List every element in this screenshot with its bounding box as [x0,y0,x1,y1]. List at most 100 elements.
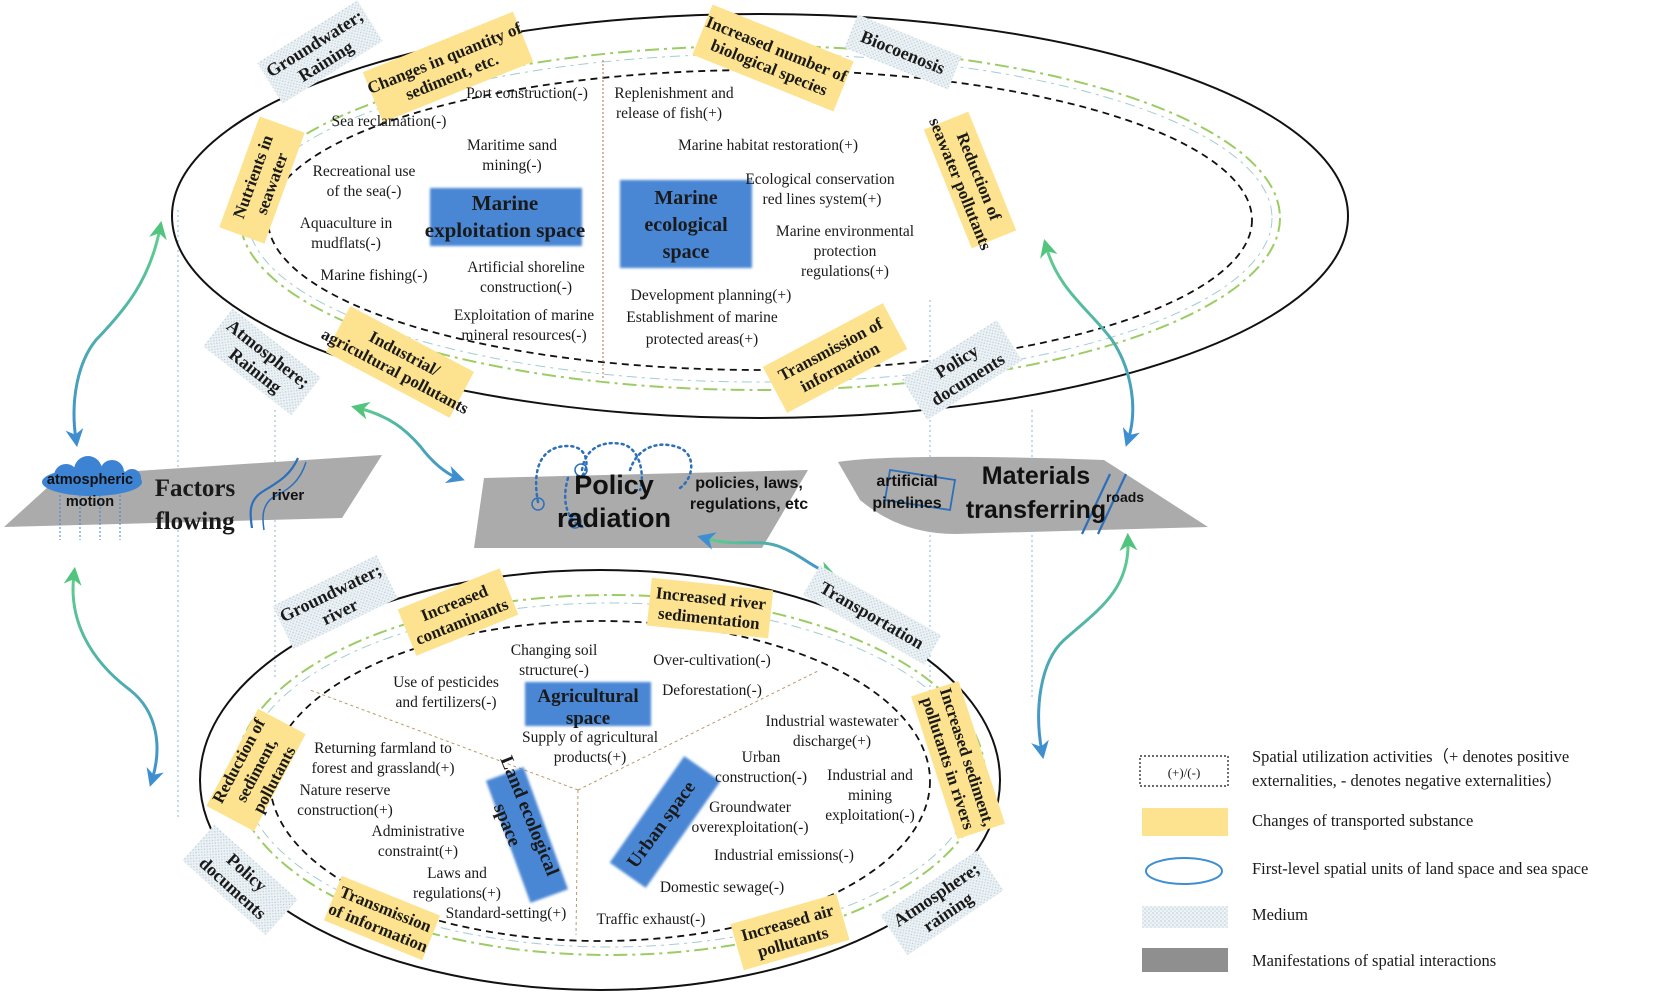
land-ecological-activity-line: Laws and [427,865,487,882]
policy-radiation-labels-line: policies, laws, [695,475,803,492]
sea-ecological-activity-line: Marine habitat restoration(+) [678,137,858,154]
sea-substance-0-bg [362,11,534,123]
sea-ecological-activity-line: regulations(+) [801,263,889,280]
land-ecological-activity-line: construction(+) [297,802,393,819]
agricultural-activity: Deforestation(-) [662,682,762,699]
urban-activity-line: discharge(+) [793,733,871,750]
land-ecological-activity-line: Administrative [372,823,465,840]
materials-transferring-title-2: transferring [966,496,1106,524]
agricultural-activity-line: Over-cultivation(-) [653,652,771,669]
land-ecological-activity: Laws and [427,865,487,882]
road-icon [1081,473,1127,535]
land-substance-2: Increased sediment,pollutants in rivers [911,680,1005,840]
sea-exploitation-activity-line: Maritime sand [467,137,557,154]
sea-medium-3: Atmosphere;Raining [203,308,321,416]
urban-activity-line: Industrial emissions(-) [714,847,854,864]
river-label: river [272,487,305,504]
sea-ecological-activity: Ecological conservation [745,171,895,188]
sea-exploitation-activity-line: mineral resources(-) [461,327,586,344]
sea-ecological-activity-line: Development planning(+) [631,287,792,304]
motion-label-line: motion [66,494,114,510]
sea-exploitation-activity: mining(-) [482,157,541,174]
agricultural-activity-line: Supply of agricultural [522,729,658,746]
sea-exploitation-activity: Sea reclamation(-) [332,113,447,130]
land-ecological-activity: Returning farmland to [314,740,452,757]
agricultural-space-title-line: space [566,708,610,729]
sea-exploitation-activity: construction(-) [480,279,572,296]
land-medium-2: Atmosphere;raining [880,850,1004,956]
sea-ecological-activity: Establishment of marine [626,309,778,326]
urban-activity: mining [848,787,892,804]
activity-layer: Port construction(-)Sea reclamation(-)Ma… [297,85,915,928]
land-medium-1-bg [802,565,942,665]
sea-ecological-activity-line: Establishment of marine [626,309,778,326]
sea-exploitation-activity-line: Artificial shoreline [467,259,585,276]
urban-activity: Industrial and [827,767,913,784]
urban-activity: construction(-) [715,769,807,786]
legend-item-2-text: First-level spatial units of land space … [1252,859,1588,878]
sea-medium-0-bg [257,0,383,104]
sea-ecological-activity: regulations(+) [801,263,889,280]
sea-substance-1-bg [692,4,854,112]
land-ecological-activity: regulations(+) [413,885,501,902]
artificial-label-line: artificial [876,473,937,490]
sea-ecological-activity: Replenishment and [614,85,733,102]
land-substance-4-bg [323,875,441,961]
urban-activity: Urban [742,749,781,766]
sea-exploitation-activity-line: Sea reclamation(-) [332,113,447,130]
agricultural-activity: products(+) [554,749,626,766]
sea-exploitation-activity: mudflats(-) [311,235,381,252]
agricultural-activity-line: Deforestation(-) [662,682,762,699]
sea-substance-2-bg [923,111,1017,249]
agricultural-space-title-line: Agricultural [537,686,638,707]
sea-exploitation-activity: Artificial shoreline [467,259,585,276]
legend-item-3-text: Medium [1252,905,1308,924]
sea-substance-3-bg [762,303,908,413]
sea-exploitation-activity-line: construction(-) [480,279,572,296]
urban-activity: Industrial wastewater [766,713,900,730]
urban-activity-line: Domestic sewage(-) [660,879,784,896]
sea-ecological-activity: protection [814,243,877,260]
legend-interaction-symbol [1142,948,1228,972]
agricultural-activity: Over-cultivation(-) [653,652,771,669]
land-medium-1: Transportation [802,565,942,665]
land-ecological-activity-line: Standard-setting(+) [446,905,567,922]
marine-ecological-title-line: Marine [654,187,717,209]
legend-substance-symbol [1142,808,1228,836]
agricultural-activity: and fertilizers(-) [395,694,496,711]
land-medium-2-bg [880,850,1004,956]
marine-ecological-title-line: space [663,241,710,263]
urban-activity-line: overexploitation(-) [691,819,808,836]
sea-exploitation-activity-line: mining(-) [482,157,541,174]
urban-activity-line: exploitation(-) [825,807,915,824]
sea-exploitation-activity-line: Aquaculture in [300,215,393,232]
sea-exploitation-activity: of the sea(-) [327,183,402,200]
agricultural-activity-line: Changing soil [511,642,598,659]
agricultural-activity-line: products(+) [554,749,626,766]
sea-ecological-activity: protected areas(+) [646,331,758,348]
sea-ecological-activity-line: Marine environmental [776,223,914,240]
roads-label: roads [1106,489,1144,505]
urban-activity: discharge(+) [793,733,871,750]
sea-exploitation-activity: Recreational use [313,163,416,180]
factors-flowing-title-line: Factors [155,475,236,502]
legend-medium-symbol [1142,906,1228,928]
artificial-label: artificial [876,473,937,490]
land-ecological-activity-line: Returning farmland to [314,740,452,757]
factors-flowing-title-line: flowing [155,508,235,535]
sea-exploitation-activity-line: Recreational use [313,163,416,180]
agricultural-activity-line: Use of pesticides [393,674,499,691]
sea-ecological-activity-line: Replenishment and [614,85,733,102]
atmospheric-label-line: atmospheric [47,472,133,488]
land-ecological-activity: Administrative [372,823,465,840]
sea-exploitation-activity: Aquaculture in [300,215,393,232]
sea-ecological-activity-line: protected areas(+) [646,331,758,348]
policy-radiation-plate [474,441,808,548]
sea-exploitation-activity-line: of the sea(-) [327,183,402,200]
